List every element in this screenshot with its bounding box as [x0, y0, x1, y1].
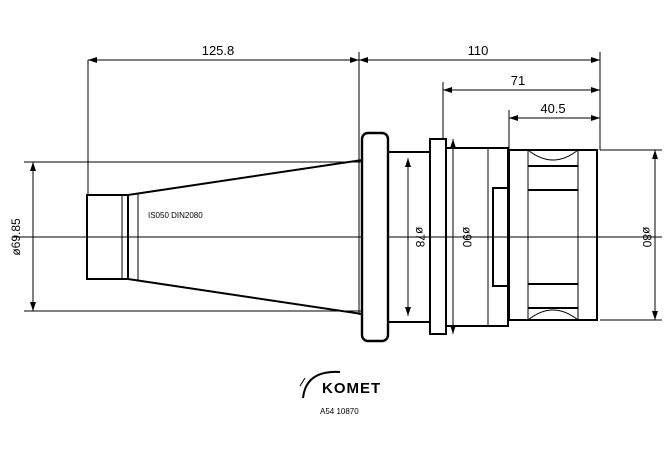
dimension-125-8: 125.8: [87, 43, 360, 315]
dimension-label-dia-78: ø78: [413, 227, 427, 248]
dimension-label-dia-80: ø80: [640, 227, 654, 248]
dimension-label-110: 110: [468, 43, 489, 58]
dimension-label-40-5: 40.5: [540, 101, 565, 116]
dimension-label-71: 71: [511, 73, 525, 88]
brand-name: KOMET: [322, 380, 381, 397]
dimension-label-125-8: 125.8: [202, 43, 235, 58]
dimension-dia-90: ø90: [450, 139, 474, 334]
dimension-dia-78: ø78: [405, 158, 427, 316]
dimension-label-dia-90: ø90: [460, 227, 474, 248]
dimension-dia-80: ø80: [600, 149, 662, 321]
part-number: A54 10870: [320, 407, 359, 416]
dimension-110: 110: [359, 43, 601, 150]
connection-head: [492, 149, 598, 321]
shank-marking: IS050 DIN2080: [148, 211, 203, 220]
dimension-40-5: 40.5: [508, 101, 600, 150]
komet-logo: KOMET A54 10870: [299, 370, 381, 416]
dimension-71: 71: [442, 73, 600, 140]
